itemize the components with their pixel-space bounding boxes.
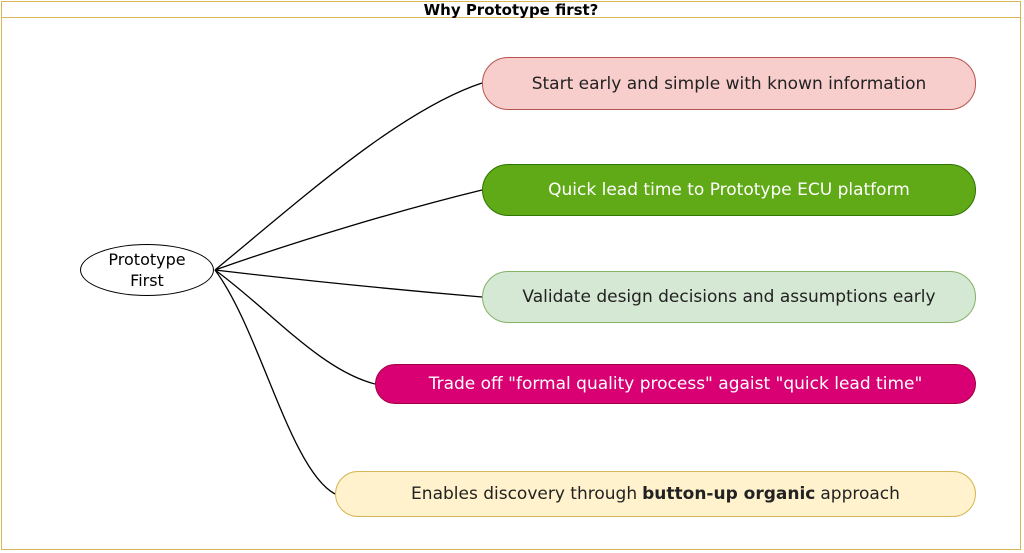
branch-node-enables-discovery: Enables discovery through button-up orga…	[335, 471, 976, 517]
connector-5	[214, 269, 336, 495]
root-node-label: Prototype First	[108, 250, 186, 290]
branch-node-trade-off: Trade off "formal quality process" agais…	[375, 364, 976, 404]
connector-3	[214, 269, 483, 298]
branch-node-start-early: Start early and simple with known inform…	[482, 57, 976, 110]
connector-1	[214, 82, 483, 271]
connector-4	[214, 269, 376, 385]
branch-label: Start early and simple with known inform…	[531, 73, 927, 94]
branch-label: Trade off "formal quality process" agais…	[428, 374, 923, 394]
branch-label: Validate design decisions and assumption…	[522, 287, 936, 307]
branch-node-quick-lead-time: Quick lead time to Prototype ECU platfor…	[482, 164, 976, 216]
branch-label-after: approach	[820, 484, 900, 504]
branch-label: Quick lead time to Prototype ECU platfor…	[548, 180, 910, 200]
connector-2	[214, 189, 483, 271]
branch-label-before: Enables discovery through	[411, 484, 638, 504]
diagram-title: Why Prototype first?	[1, 1, 1021, 19]
root-node-prototype-first: Prototype First	[80, 244, 214, 296]
branch-node-validate-design: Validate design decisions and assumption…	[482, 271, 976, 323]
branch-label-bold: button-up organic	[642, 484, 816, 504]
